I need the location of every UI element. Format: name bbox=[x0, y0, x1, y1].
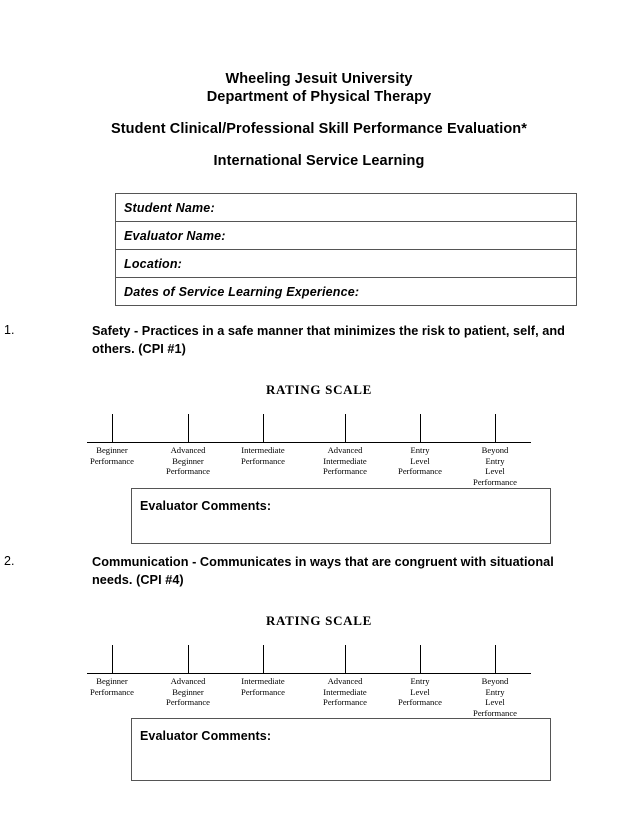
rating-scale-tick-label-line: Beginner bbox=[96, 676, 128, 686]
rating-scale-tick-label-line: Performance bbox=[90, 686, 134, 697]
location-label: Location: bbox=[124, 256, 183, 271]
rating-scale-tick-label-line: Performance bbox=[473, 476, 517, 487]
rating-scale-tick-label-line: Beyond bbox=[481, 676, 509, 686]
rating-scale-tick-label-line: Beginner bbox=[172, 686, 204, 697]
item-2-number: 2. bbox=[4, 554, 15, 568]
header-department: Department of Physical Therapy bbox=[206, 89, 432, 105]
rating-scale-tick-label-line: Intermediate bbox=[323, 455, 367, 466]
rating-scale-tick-label-line: Level bbox=[410, 455, 430, 466]
rating-scale-tick-label-line: Advanced bbox=[170, 445, 206, 455]
rating-scale-tick[interactable] bbox=[345, 414, 346, 442]
rating-scale-tick-label-line: Level bbox=[485, 466, 505, 477]
rating-scale-tick-label-line: Beginner bbox=[96, 445, 128, 455]
rating-scale-tick[interactable] bbox=[420, 645, 421, 673]
item-1-text: Safety - Practices in a safe manner that… bbox=[92, 324, 565, 356]
rating-scale-tick[interactable] bbox=[495, 414, 496, 442]
rating-scale-tick[interactable] bbox=[345, 645, 346, 673]
rating-scale-tick-label-line: Advanced bbox=[327, 676, 363, 686]
rating-scale-tick[interactable] bbox=[188, 414, 189, 442]
rating-scale-tick-label-line: Entry bbox=[410, 676, 430, 686]
participant-info-table: Student Name: Evaluator Name: Location: … bbox=[115, 193, 577, 306]
rating-scale-tick-label-line: Performance bbox=[90, 455, 134, 466]
rating-scale-tick-label-line: Performance bbox=[323, 466, 367, 477]
item-2-statement: 2. Communication - Communicates in ways … bbox=[0, 553, 638, 589]
header-form-title: Student Clinical/Professional Skill Perf… bbox=[110, 121, 528, 137]
table-row[interactable]: Student Name: bbox=[116, 194, 576, 222]
table-row[interactable]: Evaluator Name: bbox=[116, 222, 576, 250]
rating-scale-tick-label-line: Intermediate bbox=[241, 676, 285, 686]
rating-scale-tick-label-line: Performance bbox=[398, 466, 442, 477]
item-1-number: 1. bbox=[4, 323, 15, 337]
rating-scale-tick-label-line: Advanced bbox=[327, 445, 363, 455]
rating-scale-tick-label-line: Intermediate bbox=[323, 686, 367, 697]
item-2-text: Communication - Communicates in ways tha… bbox=[92, 555, 554, 587]
rating-scale-tick-label-line: Performance bbox=[241, 686, 285, 697]
item-1-evaluator-comments-box[interactable]: Evaluator Comments: bbox=[131, 488, 551, 544]
rating-scale-tick-label-line: Performance bbox=[398, 697, 442, 708]
rating-scale-tick-label-line: Entry bbox=[485, 686, 505, 697]
document-header: Wheeling Jesuit University Department of… bbox=[0, 70, 638, 170]
rating-scale-tick-label-line: Level bbox=[410, 686, 430, 697]
table-row[interactable]: Dates of Service Learning Experience: bbox=[116, 278, 576, 306]
rating-scale-tick-label-line: Performance bbox=[241, 455, 285, 466]
evaluation-item-2: 2. Communication - Communicates in ways … bbox=[0, 553, 638, 781]
rating-scale-tick-label-line: Performance bbox=[166, 466, 210, 477]
dates-label: Dates of Service Learning Experience: bbox=[124, 284, 360, 299]
rating-scale-tick-label-line: Entry bbox=[410, 445, 430, 455]
rating-scale-axis bbox=[87, 673, 531, 674]
rating-scale-tick[interactable] bbox=[188, 645, 189, 673]
rating-scale-tick-label-line: Advanced bbox=[170, 676, 206, 686]
rating-scale-tick-label-line: Beyond bbox=[481, 445, 509, 455]
rating-scale-tick[interactable] bbox=[112, 645, 113, 673]
item-1-rating-scale-title: RATING SCALE bbox=[265, 382, 373, 397]
rating-scale-tick-label-line: Performance bbox=[323, 697, 367, 708]
rating-scale-tick-label-line: Entry bbox=[485, 455, 505, 466]
student-name-label: Student Name: bbox=[124, 200, 215, 215]
rating-scale-tick-label-line: Beginner bbox=[172, 455, 204, 466]
rating-scale-tick[interactable] bbox=[495, 645, 496, 673]
rating-scale-tick[interactable] bbox=[263, 414, 264, 442]
rating-scale-tick-label-line: Intermediate bbox=[241, 445, 285, 455]
item-2-rating-scale-title: RATING SCALE bbox=[265, 613, 373, 628]
table-row[interactable]: Location: bbox=[116, 250, 576, 278]
rating-scale-tick[interactable] bbox=[263, 645, 264, 673]
rating-scale-tick[interactable] bbox=[420, 414, 421, 442]
evaluation-item-1: 1. Safety - Practices in a safe manner t… bbox=[0, 322, 638, 544]
item-2-evaluator-comments-box[interactable]: Evaluator Comments: bbox=[131, 718, 551, 781]
rating-scale-tick-label-line: Performance bbox=[473, 707, 517, 718]
rating-scale-tick[interactable] bbox=[112, 414, 113, 442]
rating-scale-tick-label-line: Level bbox=[485, 697, 505, 708]
header-subtitle: International Service Learning bbox=[213, 153, 425, 169]
evaluator-comments-label: Evaluator Comments: bbox=[140, 499, 272, 513]
rating-scale-axis bbox=[87, 442, 531, 443]
evaluator-name-label: Evaluator Name: bbox=[124, 228, 226, 243]
rating-scale-tick-label-line: Performance bbox=[166, 697, 210, 708]
evaluator-comments-label: Evaluator Comments: bbox=[140, 729, 272, 743]
item-1-statement: 1. Safety - Practices in a safe manner t… bbox=[0, 322, 638, 358]
header-university: Wheeling Jesuit University bbox=[225, 71, 413, 87]
